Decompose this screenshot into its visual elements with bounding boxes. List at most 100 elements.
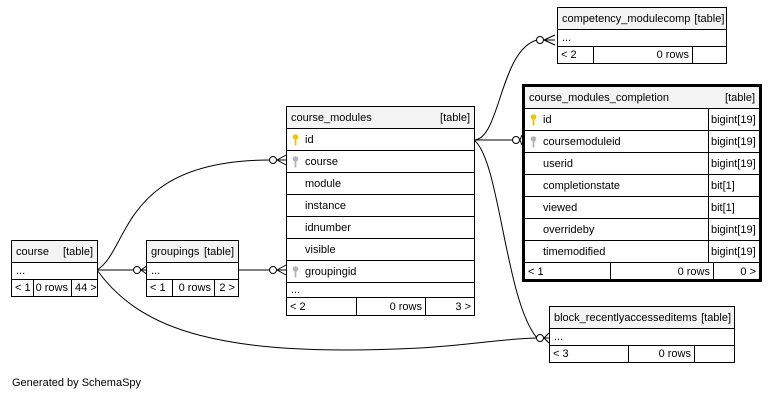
edge-course-to-block-recentlyaccesseditems	[96, 269, 539, 351]
edge-course-modules-to-block-recentlyaccesseditems	[473, 139, 538, 339]
column-name: idnumber	[305, 221, 351, 234]
column-row-idnumber[interactable]: idnumber	[287, 217, 474, 239]
table-type: [table]	[701, 311, 732, 324]
crowfoot-course-modules-course	[276, 154, 287, 166]
table-header: groupings [table]	[147, 241, 238, 263]
row-count: 0 rows	[357, 298, 426, 315]
table-block-recentlyaccesseditems[interactable]: block_recentlyaccesseditems [table] ... …	[549, 306, 735, 363]
column-name: groupingid	[305, 265, 357, 278]
child-count[interactable]	[695, 346, 734, 362]
edge-course-to-course-modules	[96, 159, 271, 271]
parent-count[interactable]: < 1	[525, 263, 611, 280]
row-count: 0 rows	[173, 280, 215, 296]
column-name: timemodified	[543, 245, 606, 258]
generator-credit: Generated by SchemaSpy	[12, 377, 142, 389]
table-name: block_recentlyaccesseditems	[554, 311, 698, 324]
child-count[interactable]	[693, 47, 726, 63]
column-name: overrideby	[543, 223, 595, 236]
child-count[interactable]: 2 >	[219, 282, 235, 294]
table-name: course	[16, 245, 50, 258]
table-footer: < 1 0 rows 2 >	[147, 280, 238, 296]
gray-key-icon	[530, 135, 537, 147]
column-name: viewed	[543, 201, 578, 214]
row-count: 0 rows	[629, 346, 695, 362]
column-row-coursemoduleid[interactable]: coursemoduleid bigint[19]	[525, 131, 759, 153]
columns-ellipsis: ...	[287, 283, 474, 298]
columns-ellipsis: ...	[147, 263, 238, 280]
column-name: course	[305, 155, 339, 168]
table-course[interactable]: course [table] ... < 1 0 rows 44 >	[11, 240, 98, 297]
parent-count[interactable]: < 2	[287, 298, 357, 315]
table-header: course_modules_completion [table]	[525, 87, 759, 109]
parent-count[interactable]: < 1	[147, 280, 173, 296]
table-type: [table]	[440, 111, 470, 124]
column-name: id	[305, 133, 314, 146]
table-name: course_modules_completion	[529, 91, 670, 104]
table-header: block_recentlyaccesseditems [table]	[550, 307, 734, 329]
column-type: bigint[19]	[708, 219, 759, 240]
optional-marker	[133, 266, 141, 274]
table-groupings[interactable]: groupings [table] ... < 1 0 rows 2 >	[146, 240, 239, 297]
edge-course-modules-to-competency-modulecomp	[473, 39, 538, 141]
table-competency-modulecomp[interactable]: competency_modulecomp [table] ... < 2 0 …	[557, 7, 727, 64]
column-name: userid	[543, 157, 573, 170]
table-header: course_modules [table]	[287, 107, 474, 129]
column-row-id[interactable]: id bigint[19]	[525, 109, 759, 131]
gold-key-icon	[292, 133, 299, 145]
optional-marker	[269, 156, 277, 164]
table-footer: < 2 0 rows 3 >	[287, 298, 474, 315]
row-count: 0 rows	[611, 263, 714, 280]
column-type: bit[1]	[708, 197, 759, 218]
table-name: course_modules	[291, 111, 372, 124]
table-type: [table]	[694, 12, 725, 25]
child-count[interactable]: 0 >	[740, 265, 756, 278]
table-name: competency_modulecomp	[562, 12, 691, 25]
table-type: [table]	[725, 91, 755, 104]
table-header: competency_modulecomp [table]	[558, 8, 726, 30]
column-type: bit[1]	[708, 175, 759, 196]
column-name: module	[305, 177, 342, 190]
column-row-module[interactable]: module	[287, 173, 474, 195]
column-row-viewed[interactable]: viewed bit[1]	[525, 197, 759, 219]
gray-key-icon	[292, 265, 299, 277]
optional-marker	[536, 334, 544, 342]
column-row-id[interactable]: id	[287, 129, 474, 151]
column-type: bigint[19]	[708, 131, 759, 152]
table-footer: < 3 0 rows	[550, 346, 734, 362]
column-row-completionstate[interactable]: completionstate bit[1]	[525, 175, 759, 197]
table-type: [table]	[63, 245, 93, 258]
crowfoot-competency	[543, 34, 556, 46]
table-course-modules[interactable]: course_modules [table] id course module …	[286, 106, 475, 316]
parent-count[interactable]: < 2	[558, 47, 594, 63]
column-name: id	[543, 113, 552, 126]
child-count[interactable]: 44 >	[75, 282, 97, 294]
crowfoot-course-modules-groupingid	[276, 264, 287, 276]
columns-ellipsis: ...	[12, 263, 97, 280]
column-row-course[interactable]: course	[287, 151, 474, 173]
column-type: bigint[19]	[708, 109, 759, 130]
column-name: completionstate	[543, 179, 621, 192]
column-row-overrideby[interactable]: overrideby bigint[19]	[525, 219, 759, 241]
table-footer: < 1 0 rows 0 >	[525, 263, 759, 280]
column-row-visible[interactable]: visible	[287, 239, 474, 261]
row-count: 0 rows	[594, 47, 693, 63]
column-type: bigint[19]	[708, 241, 759, 262]
row-count: 0 rows	[34, 280, 72, 296]
parent-count[interactable]: < 3	[550, 346, 629, 362]
column-row-groupingid[interactable]: groupingid	[287, 261, 474, 283]
child-count[interactable]: 3 >	[455, 300, 471, 313]
column-row-instance[interactable]: instance	[287, 195, 474, 217]
optional-marker	[512, 136, 520, 144]
column-row-userid[interactable]: userid bigint[19]	[525, 153, 759, 175]
table-course-modules-completion[interactable]: course_modules_completion [table] id big…	[522, 84, 762, 282]
column-row-timemodified[interactable]: timemodified bigint[19]	[525, 241, 759, 263]
column-name: instance	[305, 199, 346, 212]
gray-key-icon	[292, 155, 299, 167]
column-name: visible	[305, 243, 336, 256]
table-footer: < 2 0 rows	[558, 47, 726, 63]
gold-key-icon	[530, 113, 537, 125]
column-name: coursemoduleid	[543, 135, 621, 148]
table-footer: < 1 0 rows 44 >	[12, 280, 97, 296]
parent-count[interactable]: < 1	[12, 280, 34, 296]
